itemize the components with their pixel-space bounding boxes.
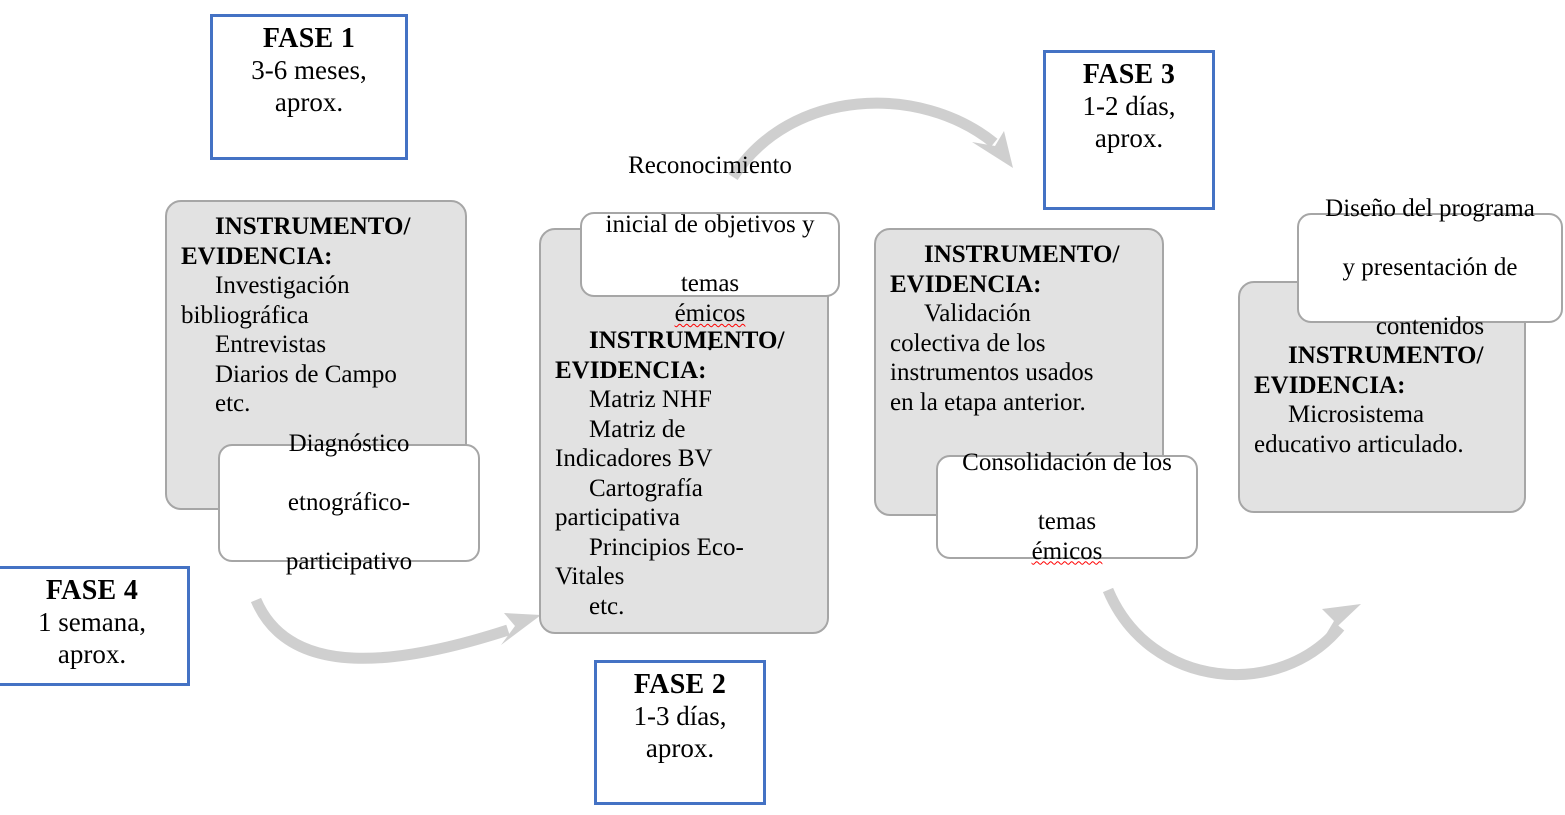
stage-item: participativa bbox=[555, 504, 680, 531]
stage-item: etc. bbox=[215, 390, 251, 417]
callout-line: etnográfico- bbox=[287, 489, 411, 517]
phase-box-fase-4: FASE 4 1 semana, aprox. bbox=[0, 566, 190, 686]
phase-approx: aprox. bbox=[274, 86, 344, 117]
phase-box-fase-2: FASE 2 1-3 días, aprox. bbox=[594, 660, 766, 805]
stage-item: Vitales bbox=[555, 563, 625, 590]
stage-heading-line2: EVIDENCIA: bbox=[181, 242, 333, 270]
stage-item: Cartografía bbox=[589, 474, 703, 502]
stage-item: Entrevistas bbox=[215, 331, 327, 358]
callout-line: Consolidación de los bbox=[962, 449, 1172, 476]
phase-duration: 3-6 meses, bbox=[251, 55, 367, 86]
stage-item: en la etapa anterior. bbox=[890, 388, 1086, 416]
phase-title: FASE 1 bbox=[262, 23, 356, 54]
stage-item: etc. bbox=[589, 592, 625, 620]
stage-heading-line1: INSTRUMENTO/ bbox=[215, 213, 411, 240]
stage-item: Matriz NHF bbox=[589, 386, 712, 413]
stage-item: colectiva de los bbox=[890, 329, 1046, 357]
arrow-stage3-to-stage4 bbox=[1102, 587, 1361, 681]
callout-text: Diagnóstico etnográfico- participativo bbox=[270, 429, 428, 577]
stage-item: educativo articulado. bbox=[1254, 430, 1464, 458]
stage-heading-line1: INSTRUMENTO/ bbox=[589, 327, 785, 354]
phase-duration: 1 semana, bbox=[38, 607, 146, 638]
phase-title: FASE 3 bbox=[1082, 59, 1176, 90]
stage-item: Principios Eco- bbox=[589, 533, 744, 561]
stage-item: Diarios de Campo bbox=[215, 360, 397, 388]
stage-item: Validación bbox=[924, 300, 1031, 327]
stage-item: Matriz de bbox=[589, 415, 686, 443]
misspelled-word: émicos bbox=[674, 299, 746, 327]
phase-title: FASE 4 bbox=[45, 575, 139, 606]
phase-approx: aprox. bbox=[645, 732, 715, 763]
callout-line: Diseño del programa bbox=[1325, 195, 1535, 223]
callout-line: y presentación de bbox=[1342, 254, 1518, 282]
stage-item: instrumentos usados bbox=[890, 359, 1094, 386]
stage-item: Microsistema bbox=[1288, 401, 1425, 428]
stage-heading-line1: INSTRUMENTO/ bbox=[924, 241, 1120, 268]
stage-item: bibliográfica bbox=[181, 301, 309, 329]
callout-line: contenidos bbox=[1375, 313, 1485, 341]
misspelled-word: émicos bbox=[1031, 537, 1103, 565]
callout-reconocimiento: Reconocimiento inicial de objetivos y te… bbox=[580, 152, 840, 356]
phase-box-fase-3: FASE 3 1-2 días, aprox. bbox=[1043, 50, 1215, 210]
phase-box-fase-1: FASE 1 3-6 meses, aprox. bbox=[210, 14, 408, 160]
callout-tail: . bbox=[706, 329, 714, 357]
phase-duration: 1-3 días, bbox=[633, 701, 727, 732]
arrow-stage1-to-stage2 bbox=[250, 597, 541, 664]
phase-title: FASE 2 bbox=[633, 669, 727, 700]
callout-line: temas bbox=[1037, 508, 1097, 535]
phase-approx: aprox. bbox=[57, 638, 127, 669]
callout-line: temas bbox=[680, 270, 740, 298]
callout-line: Diagnóstico bbox=[288, 430, 410, 458]
callout-text: Consolidación de los temas émicos bbox=[946, 448, 1188, 566]
stage-heading-line2: EVIDENCIA: bbox=[555, 356, 707, 384]
stage-item: Investigación bbox=[215, 272, 350, 299]
callout-diseno: Diseño del programa y presentación de co… bbox=[1297, 195, 1563, 340]
callout-line: participativo bbox=[285, 548, 413, 576]
stage-heading-line2: EVIDENCIA: bbox=[1254, 371, 1406, 399]
stage-heading-line2: EVIDENCIA: bbox=[890, 270, 1042, 298]
phase-duration: 1-2 días, bbox=[1082, 91, 1176, 122]
callout-line: inicial de objetivos y bbox=[605, 211, 815, 239]
phase-approx: aprox. bbox=[1094, 122, 1164, 153]
stage-item: Indicadores BV bbox=[555, 445, 713, 472]
callout-line: Reconocimiento bbox=[628, 152, 792, 180]
callout-diagnostico: Diagnóstico etnográfico- participativo bbox=[218, 430, 480, 575]
stage-heading-line1: INSTRUMENTO/ bbox=[1288, 342, 1484, 369]
callout-text: Diseño del programa y presentación de co… bbox=[1309, 194, 1551, 342]
callout-text: Reconocimiento inicial de objetivos y te… bbox=[590, 151, 831, 358]
callout-consolidacion: Consolidación de los temas émicos bbox=[936, 449, 1198, 565]
